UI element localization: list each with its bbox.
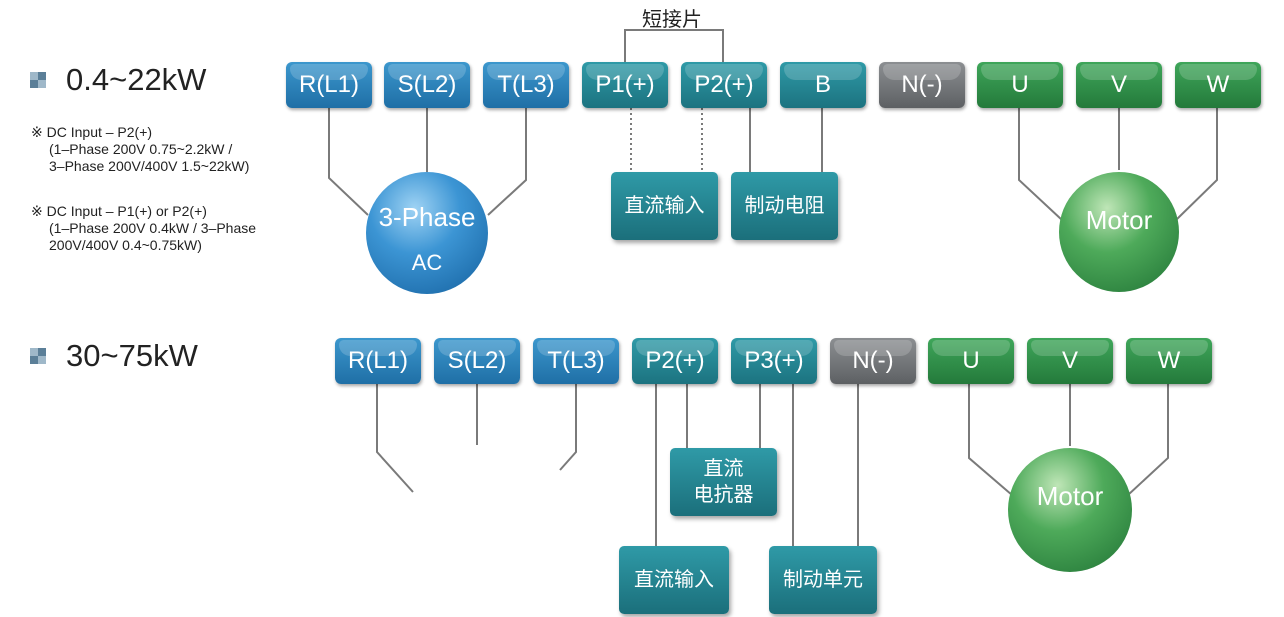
terminal-w: W — [1175, 62, 1261, 108]
note-dc-input-2: ※ DC Input – P1(+) or P2(+) (1–Phase 200… — [31, 203, 257, 253]
terminal-n: N(-) — [879, 62, 965, 108]
terminal-p3: P3(+) — [731, 338, 817, 384]
terminal-r-l1: R(L1) — [286, 62, 372, 108]
terminal-u: U — [977, 62, 1063, 108]
section-bullet-icon — [30, 72, 46, 88]
short-link-label: 短接片 — [642, 9, 702, 31]
terminal-s-l2: S(L2) — [384, 62, 470, 108]
wire-w1 — [1175, 108, 1218, 221]
section1-header: 0.4~22kW — [66, 62, 207, 97]
terminal-r-l1: R(L1) — [335, 338, 421, 384]
dc-input-box: 直流输入 — [611, 172, 718, 240]
section-bullet-icon — [30, 348, 46, 364]
brake-unit-box: 制动单元 — [769, 546, 877, 614]
terminal-p1: P1(+) — [582, 62, 668, 108]
wire-w2 — [1127, 384, 1169, 496]
dc-reactor-box: 直流 电抗器 — [670, 448, 777, 516]
motor-1: Motor — [1059, 172, 1179, 292]
terminal-n: N(-) — [830, 338, 916, 384]
brake-resistor-box: 制动电阻 — [731, 172, 838, 240]
terminal-v: V — [1027, 338, 1113, 384]
wire-u2 — [968, 384, 1013, 496]
short-link-bracket — [624, 29, 724, 62]
section2-header: 30~75kW — [66, 338, 198, 373]
wire-t1 — [487, 108, 527, 216]
wire-r2 — [376, 384, 414, 493]
wire-t2 — [559, 384, 577, 471]
terminal-w: W — [1126, 338, 1212, 384]
terminal-p2: P2(+) — [632, 338, 718, 384]
three-phase-ac-source: 3-Phase AC — [366, 172, 488, 294]
dc-input-box: 直流输入 — [619, 546, 729, 614]
terminal-p2: P2(+) — [681, 62, 767, 108]
terminal-s-l2: S(L2) — [434, 338, 520, 384]
motor-2: Motor — [1008, 448, 1132, 572]
terminal-u: U — [928, 338, 1014, 384]
note-dc-input-1: ※ DC Input – P2(+) (1–Phase 200V 0.75~2.… — [31, 124, 250, 174]
terminal-t-l3: T(L3) — [533, 338, 619, 384]
terminal-v: V — [1076, 62, 1162, 108]
terminal-b: B — [780, 62, 866, 108]
wire-u1 — [1018, 108, 1063, 221]
terminal-t-l3: T(L3) — [483, 62, 569, 108]
wire-r1 — [328, 108, 369, 216]
